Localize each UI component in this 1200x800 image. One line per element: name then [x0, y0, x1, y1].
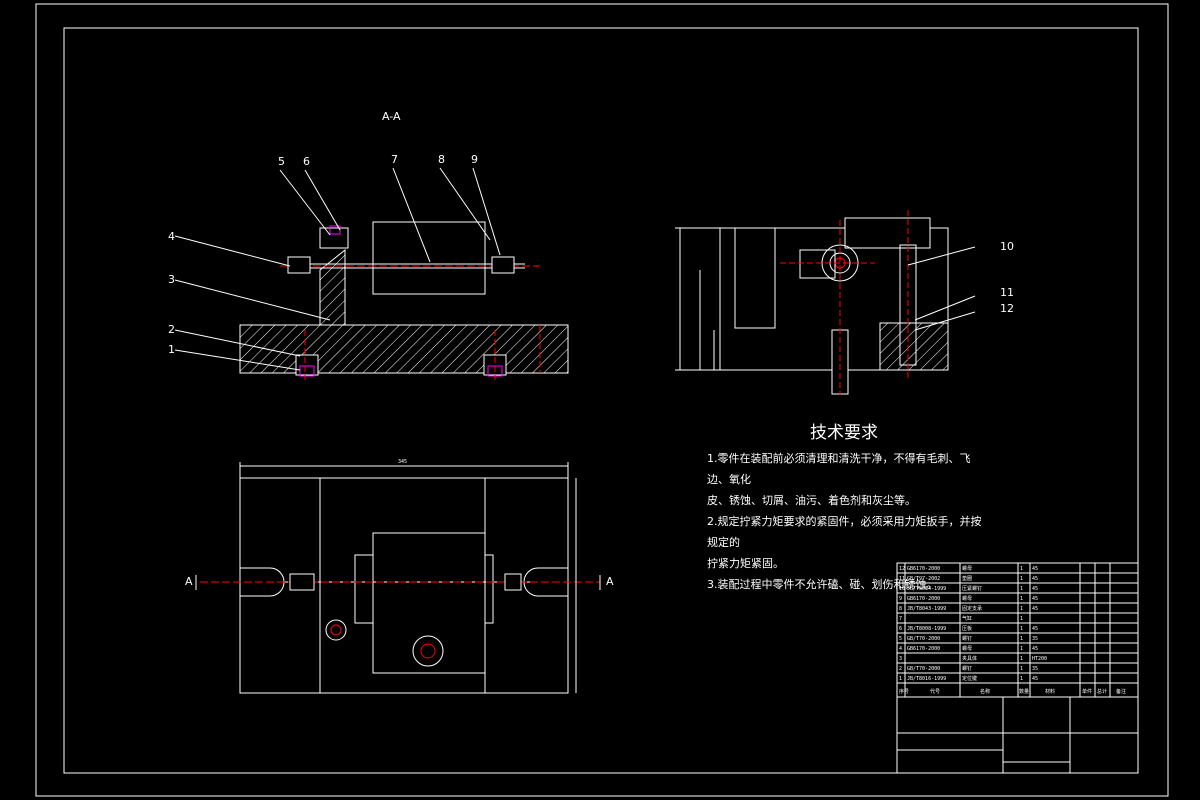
bom-cell: 螺母 [962, 595, 972, 602]
bom-cell: 45 [1032, 576, 1038, 582]
bom-cell: GB6170-2000 [907, 646, 940, 652]
bom-cell: 1 [1020, 656, 1023, 662]
bom-header-cell: 名称 [980, 688, 990, 695]
bom-header-cell: 数量 [1019, 688, 1029, 695]
bom-header-cell: 代号 [930, 688, 940, 695]
callout-9: 9 [471, 153, 478, 166]
dim-overall-width: 345 [398, 459, 407, 465]
bom-cell: 45 [1032, 596, 1038, 602]
fixture-base [239, 324, 569, 374]
bom-cell: 45 [1032, 586, 1038, 592]
bom-cell: 1 [1020, 626, 1023, 632]
bom-header-cell: 备注 [1116, 688, 1126, 695]
tech-line-2: 皮、锈蚀、切屑、油污、着色剂和灰尘等。 [707, 494, 916, 507]
bom-cell: 螺母 [962, 565, 972, 572]
callout-5: 5 [278, 155, 285, 168]
bom-cell: 45 [1032, 676, 1038, 682]
bom-cell: 压紧螺钉 [962, 585, 982, 592]
bom-cell: 螺钉 [962, 665, 972, 672]
bom-cell: 45 [1032, 626, 1038, 632]
bom-cell: GB6170-2000 [907, 566, 940, 572]
tech-requirements: 1.零件在装配前必须清理和清洗干净，不得有毛刺、飞边、氧化 皮、锈蚀、切屑、油污… [707, 448, 987, 595]
callout-10: 10 [1000, 240, 1014, 253]
callout-4: 4 [168, 230, 175, 243]
bom-cell: 气缸 [962, 615, 972, 622]
bom-cell: 1 [1020, 606, 1023, 612]
bom-cell: 1 [1020, 616, 1023, 622]
section-title: A-A [382, 110, 401, 123]
bom-cell: 5 [899, 636, 902, 642]
bom-header-cell: 序号 [899, 688, 909, 695]
callout-2: 2 [168, 323, 175, 336]
bom-cell: JB/T8043-1999 [907, 606, 946, 612]
bom-cell: 定位键 [962, 675, 977, 682]
bom-cell: 8 [899, 606, 902, 612]
top-view: 345 A A [185, 459, 614, 694]
bom-cell: HT200 [1032, 656, 1047, 662]
bom-cell: 35 [1032, 636, 1038, 642]
callout-7: 7 [391, 153, 398, 166]
bom-cell: 1 [1020, 666, 1023, 672]
bom-cell: JB/T8014-1999 [907, 586, 946, 592]
callout-3: 3 [168, 273, 175, 286]
bom-cell: 45 [1032, 606, 1038, 612]
bom-cell: 12 [899, 566, 905, 572]
bom-cell: JB/T8016-1999 [907, 676, 946, 682]
bom-cell: 1 [1020, 576, 1023, 582]
bom-cell: 9 [899, 596, 902, 602]
callout-11: 11 [1000, 286, 1014, 299]
bom-header-cell: 总计 [1097, 688, 1107, 695]
bom-cell: 3 [899, 656, 902, 662]
bom-cell: 1 [1020, 636, 1023, 642]
bom-cell: GB6170-2000 [907, 596, 940, 602]
callout-1: 1 [168, 343, 175, 356]
callout-6: 6 [303, 155, 310, 168]
side-view: 10 11 12 [675, 210, 1014, 395]
section-mark-left: A [185, 575, 193, 588]
bom-cell: 螺母 [962, 645, 972, 652]
bom-cell: 螺钉 [962, 635, 972, 642]
bom-cell: JB/T8008-1999 [907, 626, 946, 632]
fixture-riser [319, 248, 346, 326]
bom-cell: 10 [899, 586, 905, 592]
bom-cell: 1 [1020, 596, 1023, 602]
bom-cell: GB/T97-2002 [907, 576, 940, 582]
inner-frame [63, 27, 1139, 774]
bom-cell: 6 [899, 626, 902, 632]
bom-cell: GB/T70-2000 [907, 666, 940, 672]
tech-line-3: 2.规定拧紧力矩要求的紧固件，必须采用力矩扳手，并按规定的 [707, 515, 982, 549]
bom-cell: 45 [1032, 646, 1038, 652]
bom-cell: 4 [899, 646, 902, 652]
callout-8: 8 [438, 153, 445, 166]
outer-frame [35, 3, 1169, 797]
section-mark-right: A [606, 575, 614, 588]
bom-cell: 夹具体 [962, 655, 977, 662]
section-view-aa: A-A [239, 110, 569, 380]
bom-cell: 7 [899, 616, 902, 622]
bom-cell: 1 [1020, 586, 1023, 592]
bom-cell: 2 [899, 666, 902, 672]
callout-12: 12 [1000, 302, 1014, 315]
bom-cell: 固定支承 [962, 605, 982, 612]
tech-line-5: 3.装配过程中零件不允许磕、碰、划伤和锈蚀。 [707, 578, 938, 591]
bom-cell: 垫圈 [962, 575, 972, 582]
bom-cell: GB/T70-2000 [907, 636, 940, 642]
bom-cell: 1 [899, 676, 902, 682]
callouts-section: 4 3 2 1 5 6 7 8 9 [168, 153, 501, 371]
cylinder [372, 221, 486, 295]
bom-header-cell: 材料 [1045, 688, 1055, 695]
tech-line-4: 拧紧力矩紧固。 [707, 557, 784, 570]
bom-cell: 1 [1020, 566, 1023, 572]
bom-cell: 压板 [962, 625, 972, 632]
tech-requirements-title: 技术要求 [810, 423, 878, 443]
bom-header-cell: 单件 [1082, 688, 1092, 695]
bom-cell: 1 [1020, 676, 1023, 682]
bom-cell: 1 [1020, 646, 1023, 652]
tech-line-1: 1.零件在装配前必须清理和清洗干净，不得有毛刺、飞边、氧化 [707, 452, 971, 486]
bom-cell: 11 [899, 576, 905, 582]
bom-cell: 35 [1032, 666, 1038, 672]
bom-cell: 45 [1032, 566, 1038, 572]
